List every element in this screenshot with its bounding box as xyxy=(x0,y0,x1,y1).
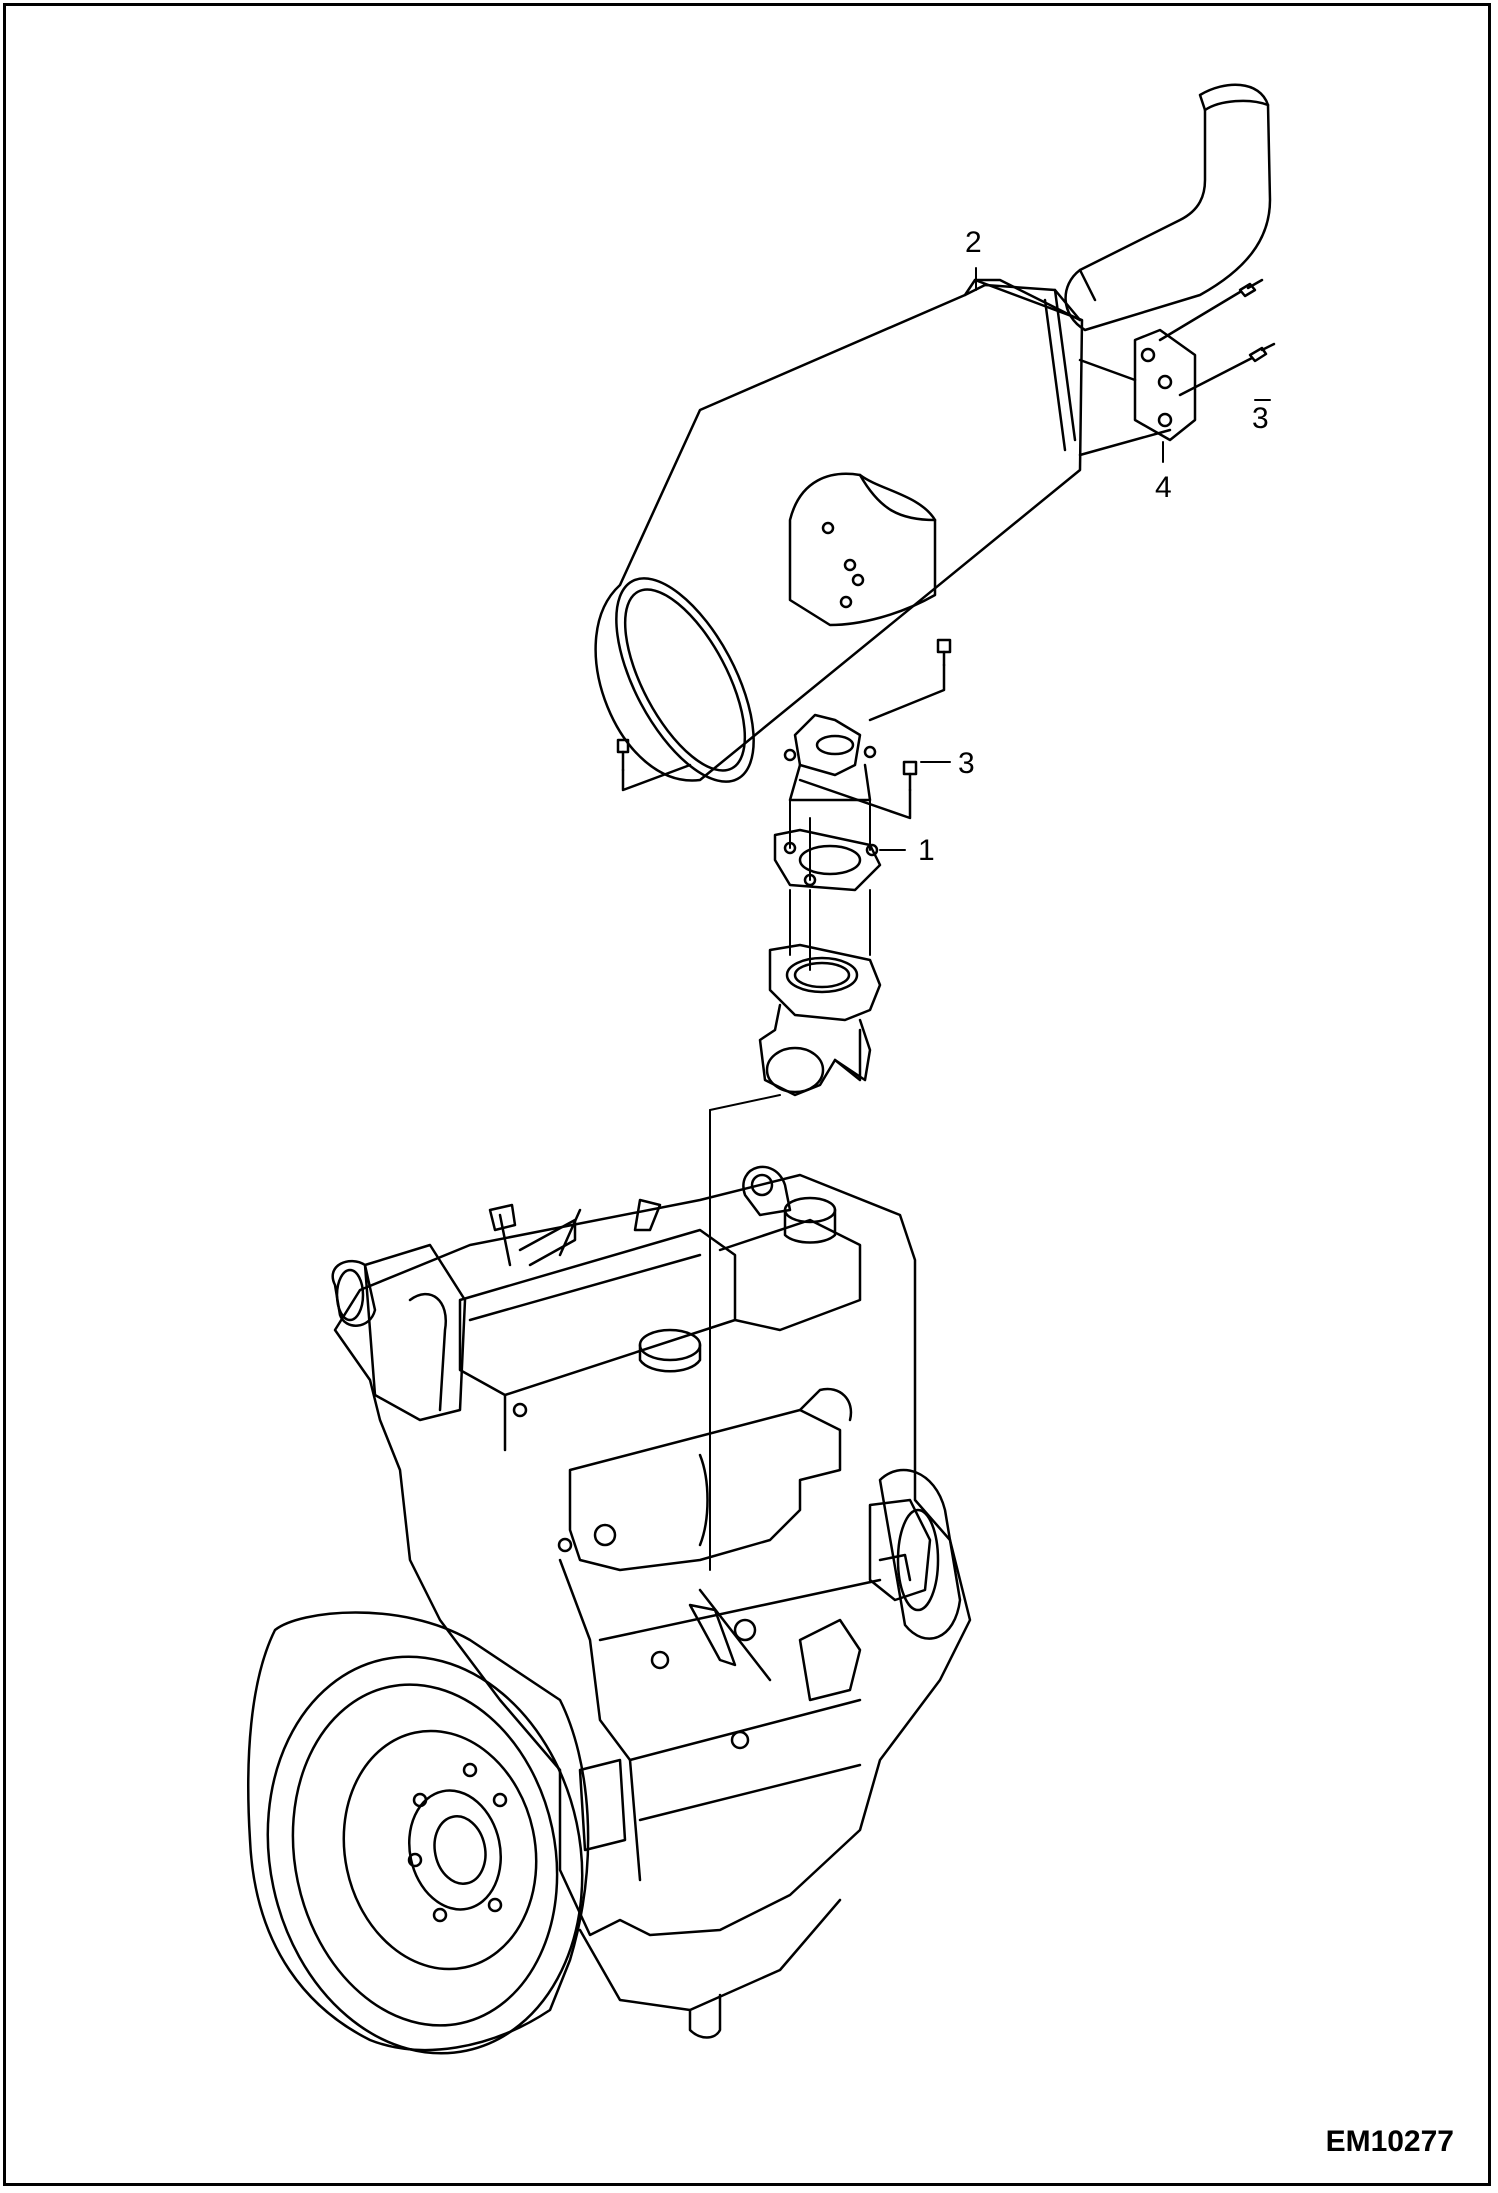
bolt xyxy=(616,638,952,820)
callout-1: 1 xyxy=(918,834,935,867)
callout-4: 4 xyxy=(1155,471,1172,504)
exhaust-elbow xyxy=(758,943,882,1097)
mounting-bracket xyxy=(1078,328,1197,457)
muffler xyxy=(594,278,1084,783)
gasket xyxy=(773,828,882,892)
drawing-border xyxy=(3,3,1491,2186)
callout-2: 2 xyxy=(965,226,982,259)
figure-id: EM10277 xyxy=(1325,2125,1454,2158)
bolt xyxy=(1158,278,1276,397)
muffler-inlet-flange xyxy=(783,713,877,802)
leader-lines xyxy=(879,267,1271,851)
callout-3: 3 xyxy=(958,747,975,780)
engine xyxy=(247,1165,972,2055)
callout-3: 3 xyxy=(1252,402,1269,435)
alignment-lines xyxy=(709,799,871,1571)
tail-pipe xyxy=(1064,83,1272,332)
